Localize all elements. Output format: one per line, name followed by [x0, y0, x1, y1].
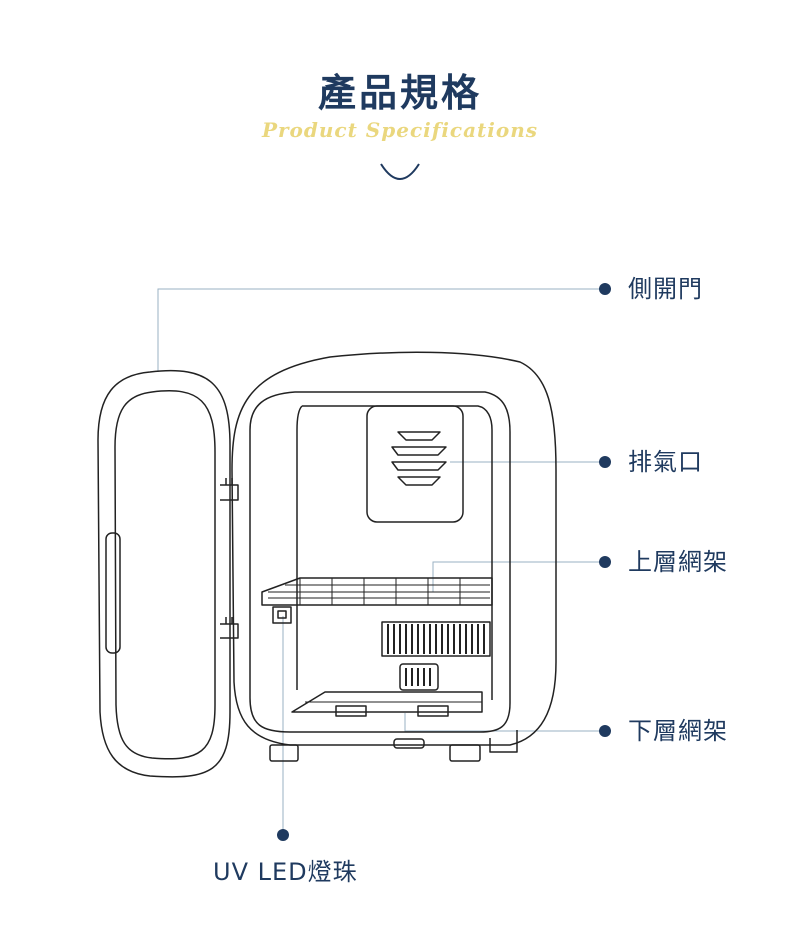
callout-dots [277, 283, 611, 841]
door-outer [97, 369, 231, 778]
small-vent-slats [405, 668, 431, 686]
label-exhaust-vent: 排氣口 [628, 448, 703, 476]
dot-upper-rack [599, 556, 611, 568]
front-logo-plate [393, 738, 425, 749]
vent-slat-4 [397, 476, 441, 486]
hinge-top [220, 484, 239, 501]
fridge-drawing [97, 351, 557, 778]
leader-line-door [157, 288, 605, 372]
cavity-inner-wall [296, 405, 493, 700]
hinge-top-pin [225, 478, 233, 485]
label-upper-rack: 上層網架 [628, 548, 728, 576]
small-vent [399, 663, 439, 691]
dot-vent [599, 456, 611, 468]
door-inner [114, 390, 216, 760]
smile-curve-icon [380, 163, 420, 180]
upper-rack-grid [268, 578, 490, 605]
label-side-door: 側開門 [628, 275, 703, 303]
uv-led-bead [277, 610, 287, 619]
vent-slat-3 [391, 461, 447, 471]
hinge-bottom [220, 623, 239, 639]
body-cavity [249, 391, 511, 733]
page-title: 產品規格 [317, 71, 482, 115]
leader-line-upper-rack [432, 561, 605, 592]
back-grille-slats [387, 624, 485, 654]
door-handle [105, 532, 121, 654]
vent-panel [366, 405, 464, 523]
foot-left [269, 744, 299, 762]
dot-uv-led [277, 829, 289, 841]
body-outer [231, 351, 557, 746]
leader-line-lower-rack [404, 713, 605, 732]
hinge-bottom-pin [225, 617, 233, 624]
uv-led-box [272, 606, 292, 624]
foot-right [489, 730, 518, 753]
upper-rack-frame [261, 577, 493, 606]
foot-middle [449, 744, 481, 762]
vent-slat-1 [397, 431, 441, 441]
page-subtitle: Product Specifications [261, 118, 539, 142]
dot-door [599, 283, 611, 295]
label-uv-led: UV LED燈珠 [213, 858, 358, 886]
vent-slat-2 [391, 446, 447, 456]
lower-rack-clip-right [417, 705, 449, 717]
leader-lines [157, 288, 605, 835]
label-lower-rack: 下層網架 [628, 717, 728, 745]
lower-rack-clip-left [335, 705, 367, 717]
back-grille [381, 621, 491, 657]
dot-lower-rack [599, 725, 611, 737]
